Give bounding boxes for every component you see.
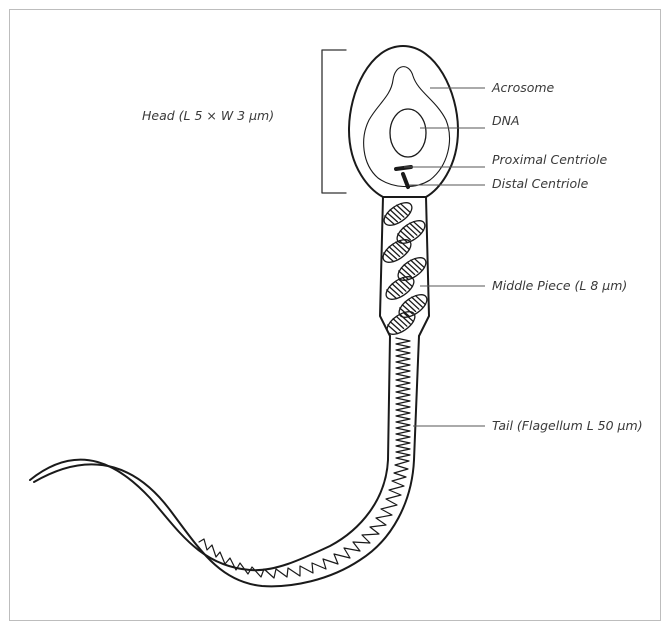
head-label: Head (L 5 × W 3 µm): [142, 108, 274, 123]
tail-axoneme: [199, 338, 410, 578]
middle-piece-label: Middle Piece (L 8 µm): [492, 278, 627, 293]
distal-centriole-label: Distal Centriole: [492, 176, 589, 191]
dna-nucleus: [390, 109, 426, 157]
tail-edge-upper: [30, 336, 390, 570]
distal-centriole-shape: [403, 174, 408, 187]
dna-label: DNA: [492, 113, 520, 128]
head-bracket: [322, 50, 346, 193]
mitochondria: [379, 198, 430, 338]
tail-label: Tail (Flagellum L 50 µm): [492, 418, 643, 433]
proximal-centriole-label: Proximal Centriole: [492, 152, 607, 167]
acrosome-label: Acrosome: [491, 80, 555, 95]
